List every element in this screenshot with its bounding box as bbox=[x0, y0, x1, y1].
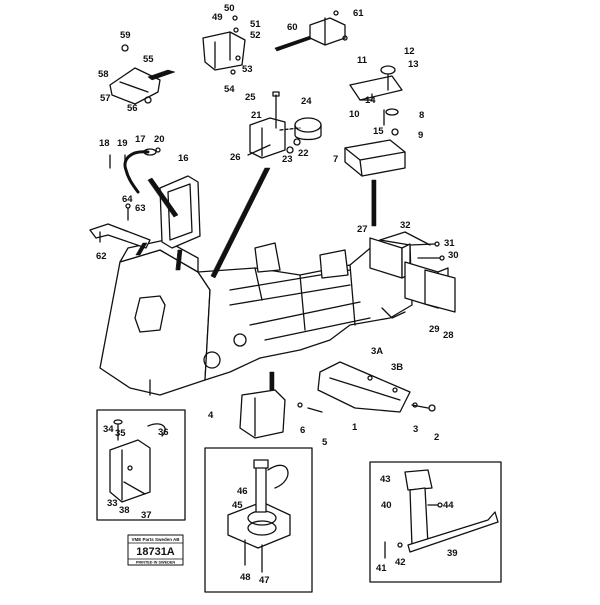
callout-label: 17 bbox=[135, 134, 146, 145]
callout-label: 31 bbox=[444, 238, 455, 249]
callout-label: 29 bbox=[429, 324, 440, 335]
callout-label: 24 bbox=[301, 96, 312, 107]
stamp-number: 18731A bbox=[136, 546, 175, 558]
callout-label: 16 bbox=[178, 153, 189, 164]
callout-label: 59 bbox=[120, 30, 131, 41]
callout-label: 40 bbox=[381, 500, 392, 511]
clamp-17 bbox=[109, 147, 161, 194]
detail-box-39 bbox=[369, 461, 502, 583]
guard-1 bbox=[317, 361, 436, 413]
callout-labels: 1 2 3 3A 3B 4 5 6 7 8 9 10 11 12 13 14 1… bbox=[96, 3, 459, 586]
bracket-62 bbox=[89, 203, 151, 249]
callout-label: 46 bbox=[237, 486, 248, 497]
callout-label: 37 bbox=[141, 510, 152, 521]
callout-label: 55 bbox=[143, 54, 154, 65]
callout-label: 61 bbox=[353, 8, 364, 19]
callout-label: 12 bbox=[404, 46, 415, 57]
parts-stamp bbox=[127, 534, 184, 566]
callout-label: 27 bbox=[357, 224, 368, 235]
callout-label: 30 bbox=[448, 250, 459, 261]
callout-label: 39 bbox=[447, 548, 458, 559]
callout-label: 64 bbox=[122, 194, 133, 205]
callout-label: 1 bbox=[352, 422, 358, 433]
callout-label: 45 bbox=[232, 500, 243, 511]
callout-label: 47 bbox=[259, 575, 270, 586]
pointer-lines bbox=[135, 35, 377, 391]
callout-label: 35 bbox=[115, 428, 126, 439]
callout-label: 42 bbox=[395, 557, 406, 568]
callout-label: 13 bbox=[408, 59, 419, 70]
callout-label: 6 bbox=[300, 425, 305, 436]
callout-label: 53 bbox=[242, 64, 253, 75]
callout-label: 5 bbox=[322, 437, 328, 448]
bracket-54 bbox=[109, 44, 161, 105]
callout-label: 54 bbox=[224, 84, 235, 95]
callout-label: 3 bbox=[413, 424, 418, 435]
callout-label: 63 bbox=[135, 203, 146, 214]
stamp-company: VME Parts Sweden AB bbox=[131, 537, 180, 542]
bracket-49 bbox=[202, 15, 246, 75]
callout-label: 48 bbox=[240, 572, 251, 583]
callout-label: 49 bbox=[212, 12, 223, 23]
stamp-printed: PRINTED IN SWEDEN bbox=[136, 561, 175, 565]
callout-label: 21 bbox=[251, 110, 262, 121]
callout-label: 9 bbox=[418, 130, 423, 141]
callout-label: 22 bbox=[298, 148, 309, 159]
callout-label: 10 bbox=[349, 109, 360, 120]
front-plate-16 bbox=[159, 175, 201, 249]
callout-label: 56 bbox=[127, 103, 138, 114]
callout-label: 4 bbox=[208, 410, 214, 421]
detail-box-33 bbox=[96, 409, 186, 521]
bracket-59 bbox=[309, 10, 348, 46]
callout-label: 20 bbox=[154, 134, 165, 145]
callout-label: 7 bbox=[333, 154, 338, 165]
callout-label: 28 bbox=[443, 330, 454, 341]
callout-label: 62 bbox=[96, 251, 107, 262]
callout-label: 25 bbox=[245, 92, 256, 103]
callout-label: 33 bbox=[107, 498, 118, 509]
callout-label: 51 bbox=[250, 19, 261, 30]
callout-label: 19 bbox=[117, 138, 128, 149]
callout-label: 11 bbox=[357, 55, 368, 66]
callout-label: 3B bbox=[391, 362, 403, 373]
callout-label: 60 bbox=[287, 22, 298, 33]
main-frame bbox=[99, 231, 431, 396]
callout-label: 32 bbox=[400, 220, 411, 231]
rear-mount-blocks bbox=[369, 237, 456, 313]
callout-label: 41 bbox=[376, 563, 387, 574]
battery-box bbox=[344, 65, 406, 177]
callout-label: 43 bbox=[380, 474, 391, 485]
callout-label: 14 bbox=[365, 95, 376, 106]
callout-label: 15 bbox=[373, 126, 384, 137]
callout-label: 58 bbox=[98, 69, 109, 80]
callout-label: 23 bbox=[282, 154, 293, 165]
callout-label: 57 bbox=[100, 93, 111, 104]
callout-label: 2 bbox=[434, 432, 439, 443]
callout-label: 44 bbox=[443, 500, 454, 511]
detail-box-45 bbox=[204, 447, 313, 593]
callout-label: 50 bbox=[224, 3, 235, 14]
callout-label: 34 bbox=[103, 424, 114, 435]
bracket-4 bbox=[239, 389, 323, 439]
callout-label: 18 bbox=[99, 138, 110, 149]
callout-label: 3A bbox=[371, 346, 383, 357]
callout-label: 38 bbox=[119, 505, 130, 516]
callout-label: 36 bbox=[158, 427, 169, 438]
callout-label: 8 bbox=[419, 110, 424, 121]
bracket-21 bbox=[247, 91, 322, 159]
callout-label: 26 bbox=[230, 152, 241, 163]
callout-label: 52 bbox=[250, 30, 261, 41]
